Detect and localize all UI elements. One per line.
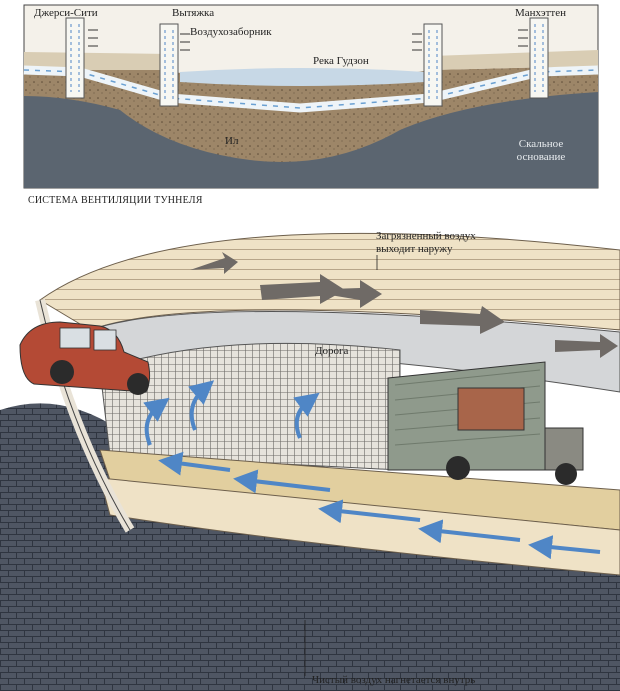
shaft-jersey (65, 17, 85, 99)
exhaust-arrow-2 (260, 274, 345, 304)
exhaust-arrows (190, 252, 618, 358)
manhattan-shore (432, 50, 598, 70)
cross-section-diagram (23, 4, 599, 189)
fresh-arrow-up-3 (293, 392, 320, 439)
fresh-arrow-5 (528, 535, 601, 560)
fresh-air-arrows (143, 380, 601, 560)
fresh-air-duct (99, 477, 620, 576)
intake-arrows (88, 29, 528, 51)
shaft-intake-right (423, 23, 443, 107)
exhaust-arrow-1 (190, 252, 238, 274)
exhaust-arrow-5 (555, 334, 618, 358)
label-manhattan: Манхэттен (515, 7, 567, 19)
car (19, 321, 151, 395)
fresh-arrow-up-2 (188, 380, 215, 431)
truck (387, 361, 584, 485)
exhaust-arrow-4 (420, 306, 505, 334)
label-bedrock: Скальное основание (516, 138, 566, 163)
fresh-arrow-1 (233, 469, 331, 494)
label-fresh-air: Чистый воздух нагнетается внутрь (312, 674, 476, 686)
section-title: СИСТЕМА ВЕНТИЛЯЦИИ ТУННЕЛЯ (28, 195, 203, 206)
label-exhaust: Вытяжка (172, 7, 215, 19)
shaft-exhaust (159, 23, 179, 107)
label-polluted-air: Загрязненный воздух выходит наружу (376, 230, 476, 255)
car-window (59, 327, 91, 349)
car-wheel-front (50, 360, 74, 384)
fresh-arrow-up-1 (143, 397, 170, 446)
truck-wheel-front (555, 463, 577, 485)
fresh-arrow-2 (158, 451, 231, 476)
jersey-shore (24, 52, 170, 70)
river-water (180, 68, 425, 86)
label-intake: Воздухозаборник (190, 26, 272, 38)
label-hudson: Река Гудзон (313, 55, 369, 67)
truck-sign (457, 387, 525, 431)
leader-lines (304, 255, 378, 676)
shaft-manhattan (529, 17, 549, 99)
fresh-arrow-3 (318, 499, 421, 524)
label-jersey-city: Джерси-Сити (34, 7, 98, 19)
exhaust-arrow-3 (300, 280, 382, 308)
label-silt: Ил (225, 135, 239, 147)
truck-wheel-rear (446, 456, 470, 480)
truck-cab (544, 427, 584, 471)
label-road: Дорога (315, 345, 349, 357)
car-wheel-rear (127, 373, 149, 395)
car-window-rear (93, 329, 117, 351)
fresh-arrow-4 (418, 519, 521, 544)
